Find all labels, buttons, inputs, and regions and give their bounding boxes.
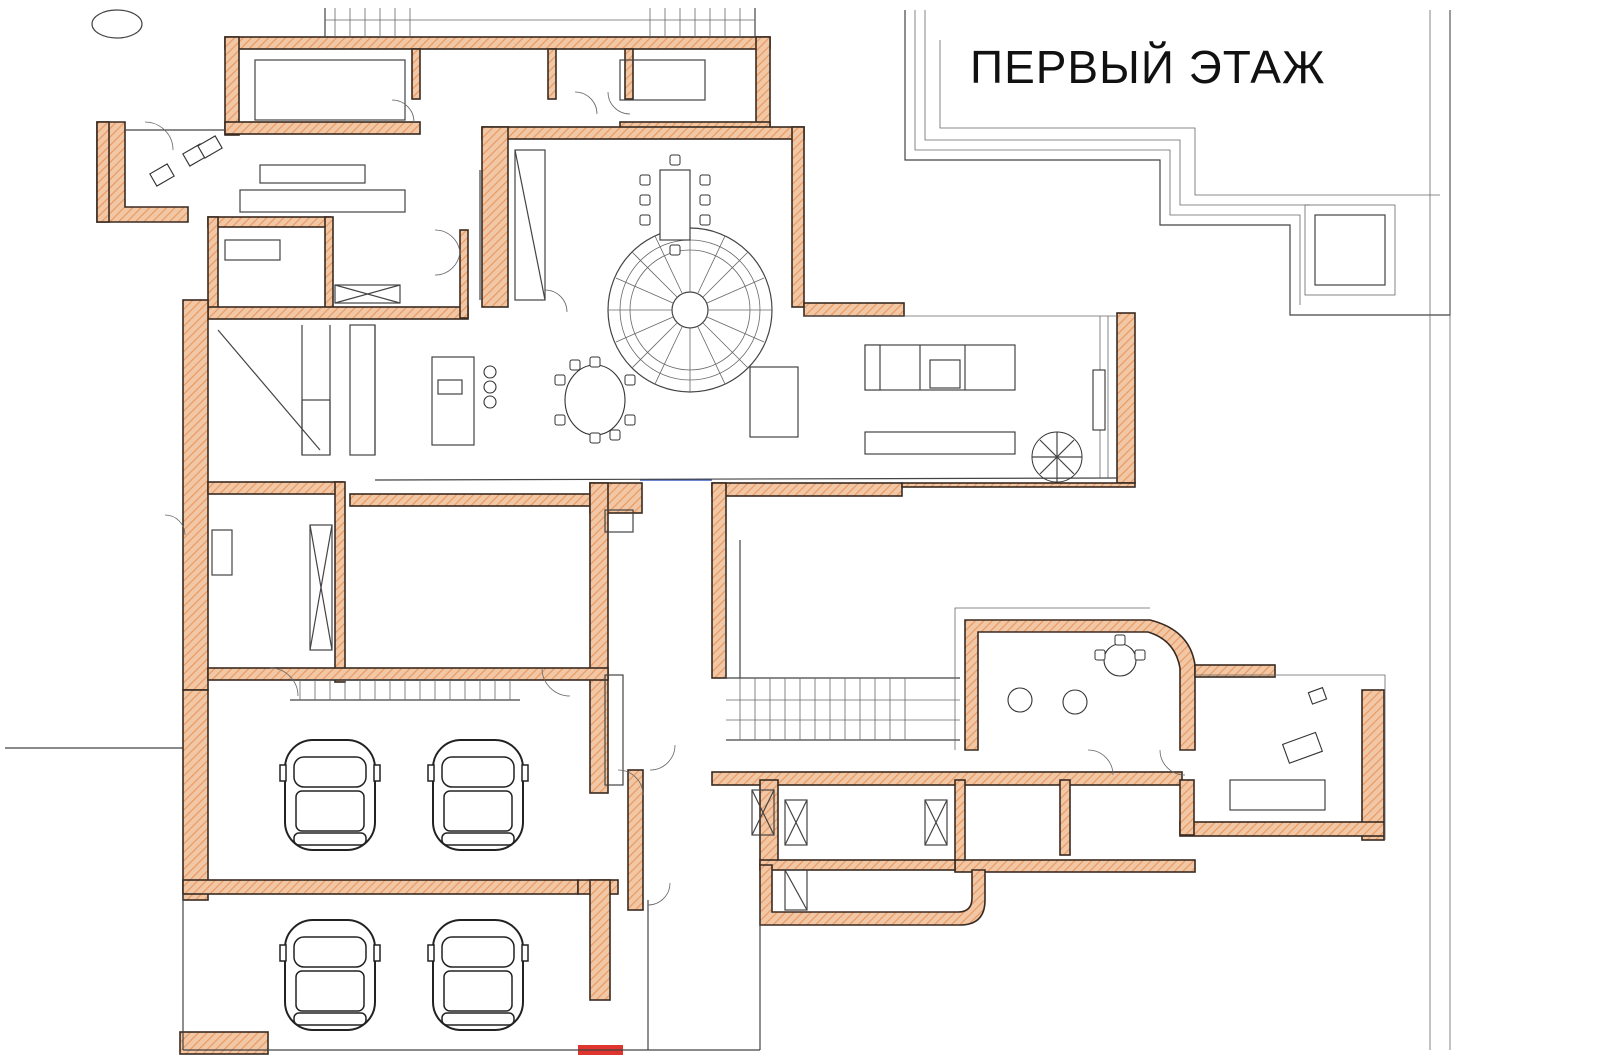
partitions <box>125 8 1386 1051</box>
bar-stools <box>483 365 497 409</box>
top-stairs <box>325 8 755 37</box>
walls <box>96 36 1385 1055</box>
spiral-stair-icon <box>607 227 773 393</box>
bay-dining-set <box>1094 634 1146 677</box>
north-marker <box>91 9 143 39</box>
sofa-icon <box>864 344 1106 455</box>
dining-table-icon <box>639 154 711 256</box>
title-wrap: ПЕРВЫЙ ЭТАЖ <box>970 41 1326 93</box>
study-desk <box>1229 686 1328 811</box>
door-arcs <box>144 91 1186 906</box>
plant-icon <box>1031 431 1083 483</box>
coffee-table <box>749 366 799 438</box>
outdoor-stairs <box>726 677 960 741</box>
entry-chairs <box>149 135 223 187</box>
page-title: ПЕРВЫЙ ЭТАЖ <box>970 41 1326 93</box>
terrace-outline <box>5 10 1451 1050</box>
garage-door-strip <box>290 679 520 701</box>
round-table-icon <box>554 356 636 444</box>
